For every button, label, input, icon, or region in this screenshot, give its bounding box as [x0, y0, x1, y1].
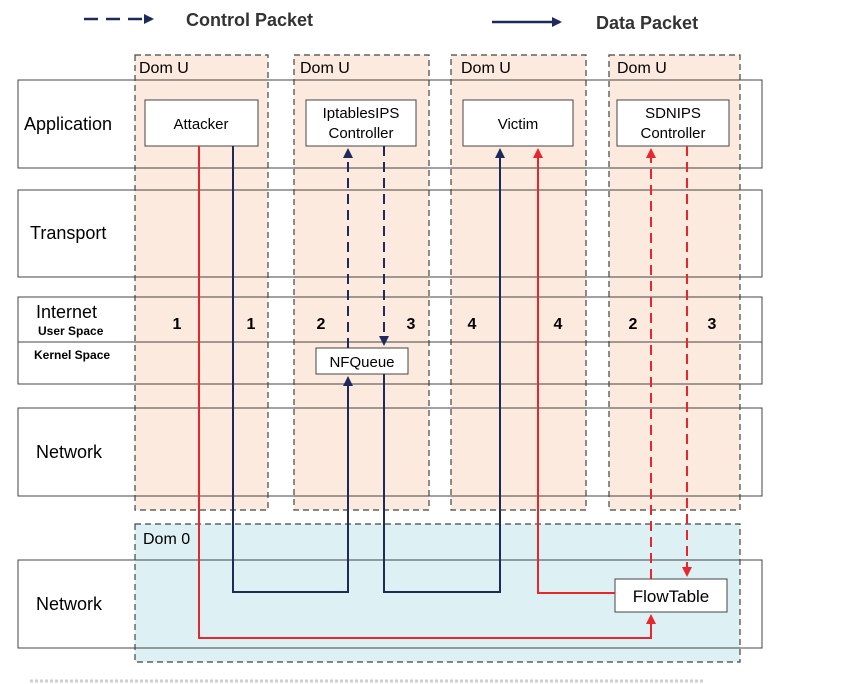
- domain-labels: Dom U Dom U Dom U Dom U Dom 0: [139, 60, 667, 548]
- layer-rows: [17, 79, 763, 649]
- dom-u-label-1: Dom U: [139, 60, 189, 77]
- data-packet-paths: [232, 146, 505, 593]
- legend-control-label: Control Packet: [186, 10, 313, 30]
- iptables-label-line2: Controller: [328, 125, 393, 142]
- attacker-box: [144, 99, 259, 147]
- sdnips-controller-box: [616, 99, 730, 147]
- legend-data-label: Data Packet: [596, 13, 698, 33]
- dom-u-label-2: Dom U: [300, 60, 350, 77]
- sdnips-label-line1: SDNIPS: [645, 105, 701, 122]
- node-boxes: Attacker IptablesIPS Controller Victim S…: [144, 99, 730, 613]
- step-number: 1: [247, 316, 256, 333]
- victim-box: [462, 99, 574, 147]
- step-number: 4: [468, 316, 477, 333]
- layer-labels: Application Transport Internet User Spac…: [24, 114, 112, 614]
- nfqueue-box: [315, 347, 409, 375]
- row-transport: [17, 189, 763, 278]
- layer-label-internet: Internet: [36, 302, 97, 322]
- dom-u-label-4: Dom U: [617, 60, 667, 77]
- iptables-controller-box: [305, 99, 417, 147]
- step-numbers: 1 1 2 3 4 4 2 3: [173, 316, 717, 333]
- control-packet-paths: [343, 146, 389, 348]
- layer-label-transport: Transport: [30, 223, 106, 243]
- iptables-label-line1: IptablesIPS: [323, 105, 400, 122]
- layer-label-network-lower: Network: [36, 594, 103, 614]
- dom-u-label-3: Dom U: [461, 60, 511, 77]
- flowtable-label: FlowTable: [633, 587, 710, 606]
- flowtable-box: [614, 578, 728, 613]
- layer-label-application: Application: [24, 114, 112, 134]
- layer-label-kernel-space: Kernel Space: [34, 348, 110, 362]
- step-number: 2: [317, 316, 326, 333]
- row-network-lower: [17, 559, 763, 649]
- data-path-attacker-to-nfqueue: [232, 146, 353, 593]
- step-number: 1: [173, 316, 182, 333]
- data-path-nfqueue-to-victim: [383, 148, 505, 593]
- legend: Control Packet Data Packet: [84, 10, 698, 33]
- step-number: 3: [708, 316, 717, 333]
- row-internet: [17, 296, 763, 385]
- nfqueue-label: NFQueue: [329, 354, 394, 371]
- sdnips-paths: [198, 146, 692, 639]
- dom-0-label: Dom 0: [143, 531, 190, 548]
- step-number: 3: [407, 316, 416, 333]
- step-number: 2: [629, 316, 638, 333]
- layer-label-user-space: User Space: [38, 324, 104, 338]
- red-data-path-flowtable-to-victim: [533, 148, 615, 594]
- row-application: [17, 79, 763, 169]
- sdnips-label-line2: Controller: [640, 125, 705, 142]
- layer-label-network-upper: Network: [36, 442, 103, 462]
- row-network-upper: [17, 407, 763, 497]
- victim-label: Victim: [498, 116, 539, 133]
- red-data-path-attacker-to-flowtable: [198, 146, 656, 639]
- attacker-label: Attacker: [173, 116, 228, 133]
- step-number: 4: [554, 316, 563, 333]
